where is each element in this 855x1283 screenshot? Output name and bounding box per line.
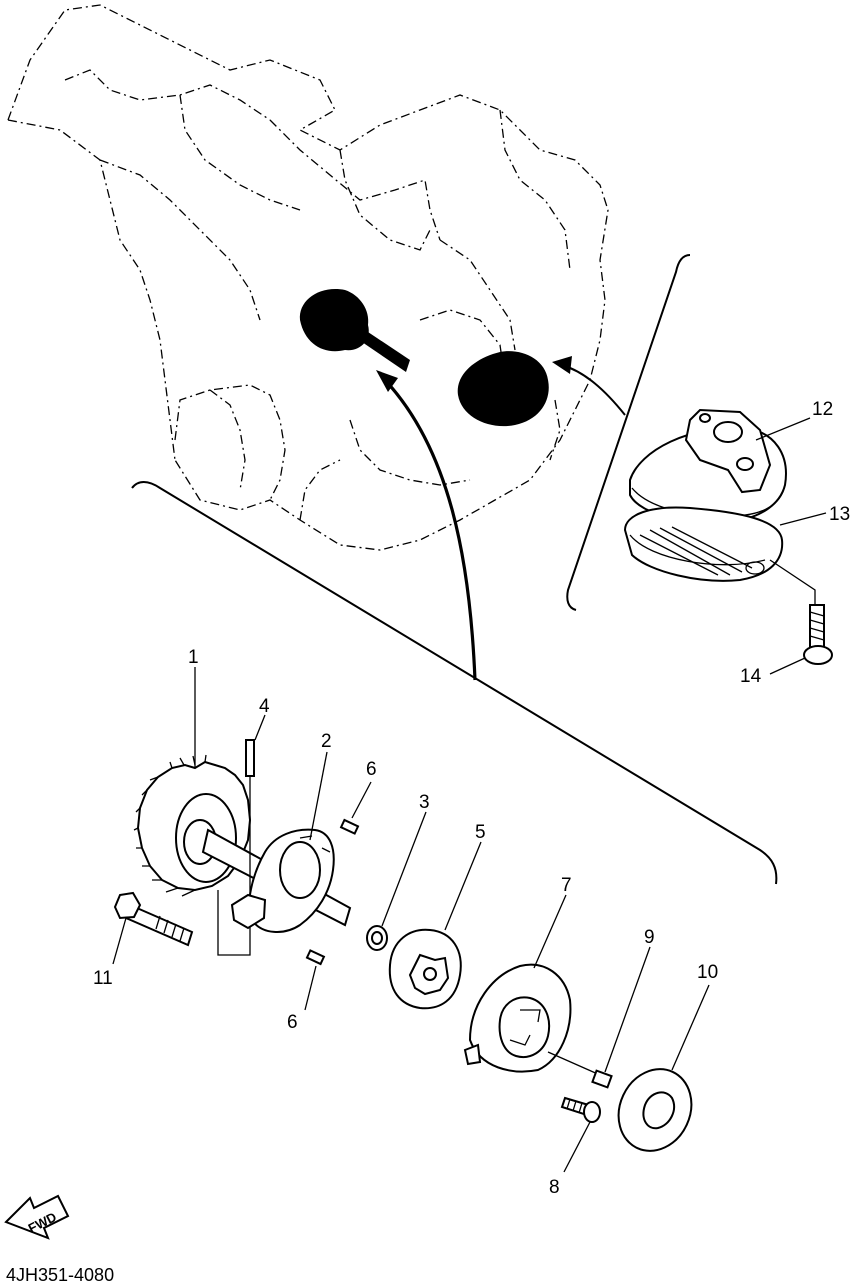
strainer-mounting-cavity [457,351,549,427]
callout-8: 8 [549,1177,560,1198]
oil-pump-outer-rotor [388,928,462,1010]
housing-dowel-pin [591,1069,613,1089]
pump-arrow-head [376,370,398,392]
callout-13: 13 [829,504,850,525]
oil-pump-drive-gear [133,754,252,897]
strainer-cover [629,408,787,524]
callout-11: 11 [93,968,113,989]
oil-pump-cover-plate [617,1068,693,1152]
engine-crankcase-outline [7,4,609,551]
callout-5: 5 [475,822,486,843]
callout-3: 3 [419,792,430,813]
forward-direction-arrow: FWD [4,1194,70,1240]
oil-strainer-screen [623,506,784,582]
housing-pin-guide-line [547,1051,601,1076]
dowel-pin-6-lower [305,949,326,966]
callout-6-lower: 6 [287,1012,298,1033]
dowel-pin-6-upper [339,818,360,835]
oil-pump-washer [366,925,388,951]
pump-mounting-bolt [113,891,194,947]
pump-drive-shaft-shape [362,330,410,372]
strainer-group-bracket [566,254,691,611]
callout-2: 2 [321,731,332,752]
oil-pump-mounting-cavity [299,289,369,352]
strainer-installation-arrow [561,364,626,416]
callout-1: 1 [188,647,199,668]
pump-group-bracket [131,481,778,885]
oil-pump-cover [230,828,335,933]
diagram-reference-code: 4JH351-4080 [6,1265,114,1283]
callout-12: 12 [812,399,833,420]
callout-4: 4 [259,696,270,717]
pump-installation-arrow [383,378,477,681]
callout-9: 9 [644,927,655,948]
callout-7: 7 [561,875,572,896]
strainer-arrow-head [552,356,572,374]
oil-pump-housing [463,963,572,1073]
dowel-pin-4 [245,739,255,777]
callout-leader-lines [112,417,827,1173]
callout-10: 10 [697,962,718,983]
callout-6-upper: 6 [366,759,377,780]
strainer-bolt [803,604,833,665]
callout-14: 14 [740,666,762,687]
housing-screw [560,1096,601,1123]
